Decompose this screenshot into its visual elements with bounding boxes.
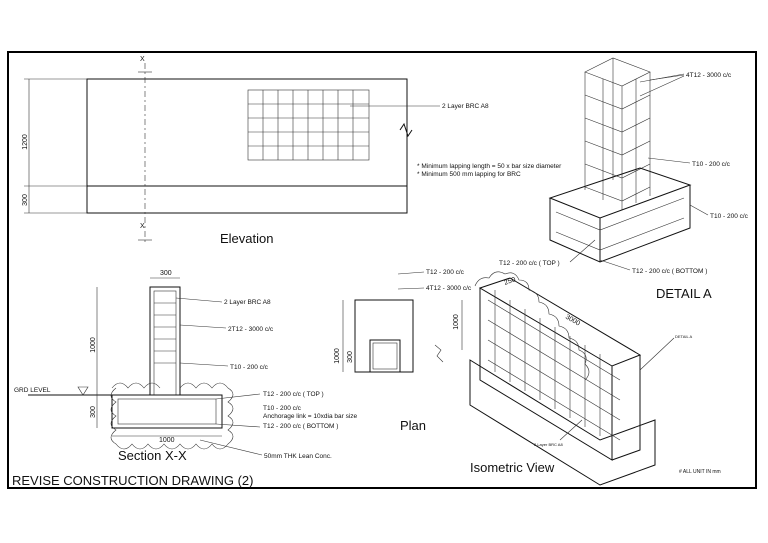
section-revision-cloud bbox=[110, 382, 234, 450]
elevation-title: Elevation bbox=[220, 231, 273, 246]
units-note: # ALL UNIT IN mm bbox=[679, 469, 721, 475]
iso-mesh bbox=[487, 290, 621, 441]
detail-a-title: DETAIL A bbox=[656, 286, 712, 301]
detail-a-view: 4T12 - 3000 c/c T10 - 200 c/c T10 - 200 … bbox=[499, 57, 749, 301]
section-mark-bottom: X bbox=[140, 223, 145, 230]
section-view: GRD LEVEL 300 1000 300 1000 2 Layer BRC … bbox=[14, 270, 358, 463]
elevation-view: X X 1200 300 2 Layer BRC A8 * Minimum la… bbox=[22, 56, 562, 246]
isometric-title: Isometric View bbox=[470, 460, 555, 475]
drawing-title: REVISE CONSTRUCTION DRAWING (2) bbox=[12, 473, 253, 488]
lapping-note-1: * Minimum lapping length = 50 x bar size… bbox=[417, 163, 562, 170]
section-callout-t12-top: T12 - 200 c/c ( TOP ) bbox=[263, 391, 324, 398]
plan-title: Plan bbox=[400, 418, 426, 433]
column-cage bbox=[584, 57, 651, 210]
grd-level-label: GRD LEVEL bbox=[14, 387, 51, 394]
plan-stem bbox=[369, 339, 401, 373]
section-callout-lean: 50mm THK Lean Conc. bbox=[264, 453, 332, 460]
section-dim-top: 300 bbox=[160, 270, 172, 277]
plan-callout-t12: T12 - 200 c/c bbox=[426, 269, 465, 276]
iso-revision-cloud bbox=[474, 271, 590, 381]
iso-label-detail: DETAIL A bbox=[675, 334, 692, 339]
iso-wall-top bbox=[478, 277, 642, 367]
plan-outline bbox=[354, 299, 414, 373]
iso-dim-1000: 1000 bbox=[453, 314, 460, 330]
section-callout-brc: 2 Layer BRC A8 bbox=[224, 299, 271, 306]
brc-mesh-panel bbox=[247, 89, 370, 161]
plan-callout-4t12: 4T12 - 3000 c/c bbox=[426, 285, 472, 292]
section-callout-t10: T10 - 200 c/c bbox=[230, 364, 269, 371]
iso-label-brc: 2 Layer BRC A8 bbox=[534, 442, 563, 447]
iso-footing bbox=[469, 359, 656, 486]
section-title: Section X-X bbox=[118, 448, 187, 463]
section-callout-t10-b: T10 - 200 c/c bbox=[263, 405, 302, 412]
detail-callout-t12-bottom: T12 - 200 c/c ( BOTTOM ) bbox=[632, 268, 707, 275]
iso-wall-front bbox=[479, 288, 613, 461]
section-base bbox=[111, 394, 223, 429]
lapping-note-2: * Minimum 500 mm lapping for BRC bbox=[417, 171, 521, 178]
plan-view: T12 - 200 c/c 4T12 - 3000 c/c 1000 300 P… bbox=[334, 269, 472, 433]
elevation-callout-brc: 2 Layer BRC A8 bbox=[442, 103, 489, 110]
plan-dim-outer: 1000 bbox=[334, 348, 341, 364]
elevation-wall-outline bbox=[86, 78, 408, 214]
section-dim-bottom: 1000 bbox=[159, 437, 175, 444]
elevation-dim-1200: 1200 bbox=[22, 134, 29, 150]
elevation-dim-300: 300 bbox=[22, 194, 29, 206]
section-mark-top: X bbox=[140, 56, 145, 63]
section-callout-anchorage: Anchorage link = 10xdia bar size bbox=[263, 413, 358, 420]
detail-callout-4t12: 4T12 - 3000 c/c bbox=[686, 72, 732, 79]
isometric-view: 250 3000 1000 DETAIL A 2 Layer BRC A8 Is… bbox=[453, 271, 692, 486]
section-callout-t12-bottom: T12 - 200 c/c ( BOTTOM ) bbox=[263, 423, 338, 430]
detail-callout-t10-b: T10 - 200 c/c bbox=[710, 213, 749, 220]
plan-dim-inner: 300 bbox=[347, 351, 354, 363]
iso-dim-250: 250 bbox=[503, 276, 516, 287]
detail-callout-t10-a: T10 - 200 c/c bbox=[692, 161, 731, 168]
iso-dim-3000: 3000 bbox=[564, 314, 581, 328]
section-dim-height: 1000 bbox=[90, 337, 97, 353]
detail-callout-t12-top: T12 - 200 c/c ( TOP ) bbox=[499, 260, 560, 267]
sheet-border bbox=[7, 51, 757, 489]
detail-base bbox=[548, 167, 692, 263]
section-callout-2t12: 2T12 - 3000 c/c bbox=[228, 326, 274, 333]
section-dim-base: 300 bbox=[90, 406, 97, 418]
